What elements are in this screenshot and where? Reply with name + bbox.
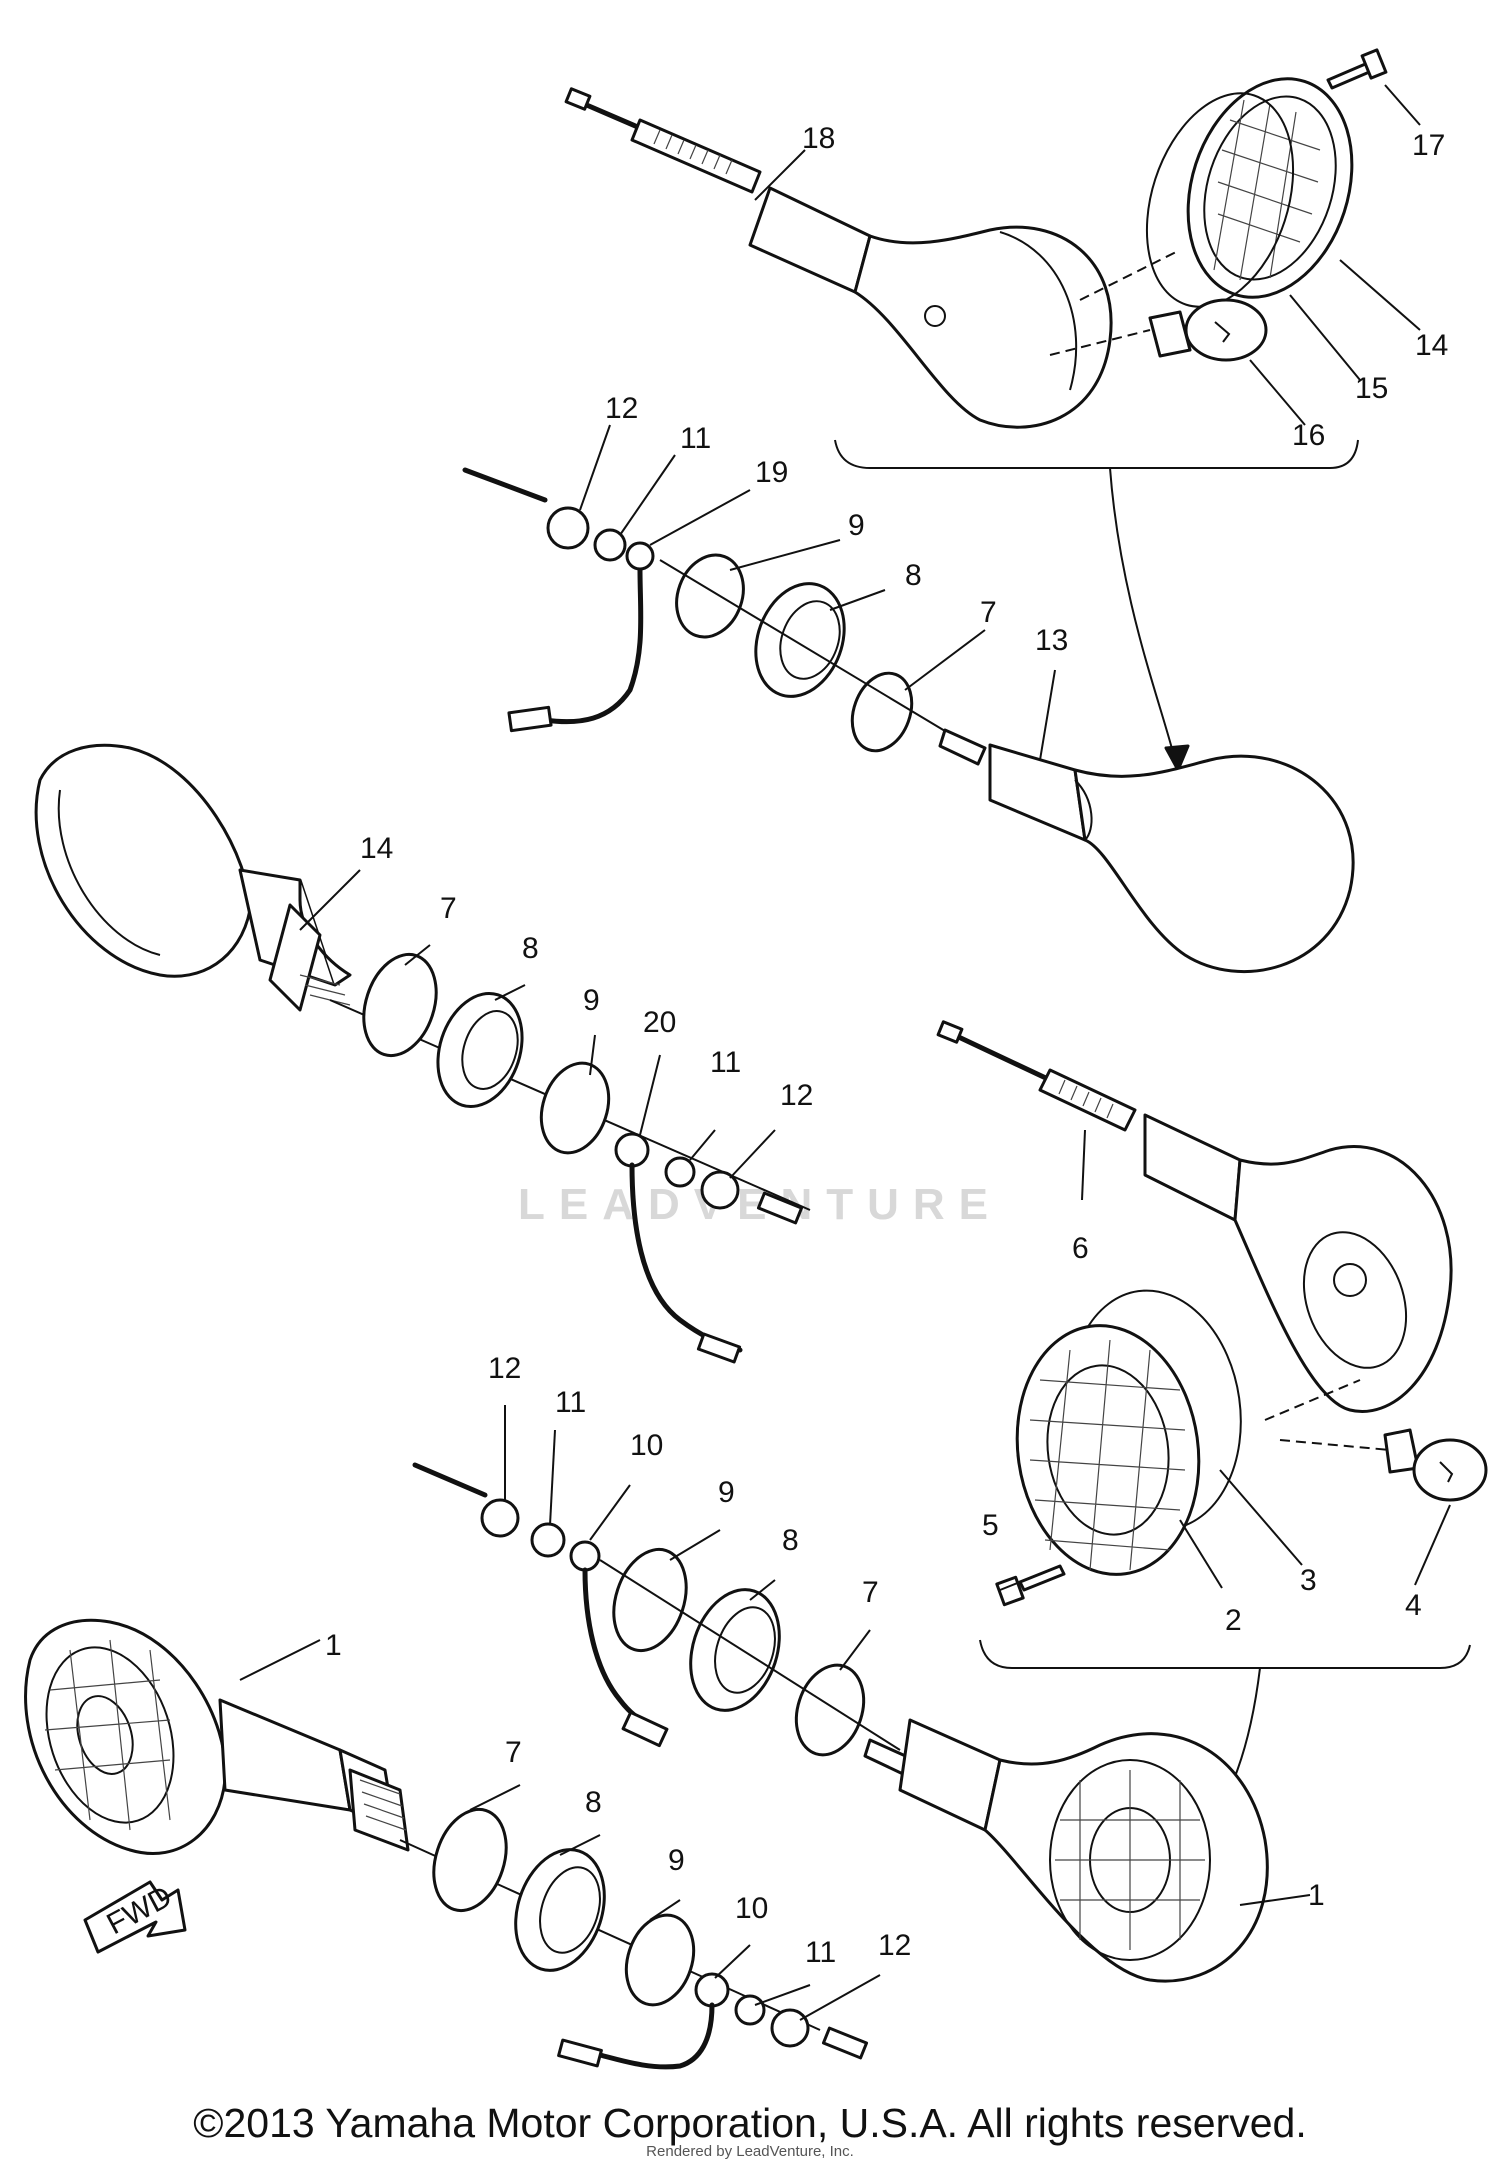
callout-11-a: 11 bbox=[680, 422, 711, 455]
callout-11-d: 11 bbox=[805, 1936, 836, 1969]
callout-9-a: 9 bbox=[848, 509, 865, 542]
left-flasher-assembly bbox=[34, 743, 811, 1364]
callout-6: 6 bbox=[1072, 1232, 1089, 1265]
callout-9-c: 9 bbox=[718, 1476, 735, 1509]
callout-2: 2 bbox=[1225, 1604, 1242, 1637]
callout-18: 17 bbox=[1412, 129, 1445, 162]
callout-1-a: 1 bbox=[325, 1629, 342, 1662]
lower-right-flasher-assembly bbox=[412, 1462, 1269, 1983]
callout-4: 4 bbox=[1405, 1589, 1422, 1622]
callout-16: 15 bbox=[1355, 372, 1388, 405]
fwd-arrow-icon bbox=[83, 1880, 187, 1954]
callout-12-b: 12 bbox=[780, 1079, 813, 1112]
top-flasher-assembly bbox=[564, 48, 1388, 772]
callout-12-a: 12 bbox=[605, 392, 638, 425]
callout-8-a: 8 bbox=[905, 559, 922, 592]
callout-8-d: 8 bbox=[585, 1786, 602, 1819]
callout-8-c: 8 bbox=[782, 1524, 799, 1557]
callout-11-c: 11 bbox=[555, 1386, 586, 1419]
callout-19: 18 bbox=[802, 122, 835, 155]
callout-labels: 18 17 14 15 16 12 11 19 9 8 7 13 14 7 8 … bbox=[102, 122, 1449, 1969]
callout-7-a: 7 bbox=[980, 596, 997, 629]
watermark: LEADVENTURE bbox=[490, 1180, 1030, 1230]
callout-9-d: 9 bbox=[668, 1844, 685, 1877]
callout-1-b: 1 bbox=[1308, 1879, 1325, 1912]
callout-7-d: 7 bbox=[505, 1736, 522, 1769]
rendered-by-notice: Rendered by LeadVenture, Inc. bbox=[646, 2143, 854, 2160]
callout-20: 19 bbox=[755, 456, 788, 489]
callout-7-b: 7 bbox=[440, 892, 457, 925]
callout-17: 16 bbox=[1292, 419, 1325, 452]
lower-left-flasher-assembly bbox=[24, 1618, 869, 2070]
callout-10-a: 10 bbox=[630, 1429, 663, 1462]
callout-14: 14 bbox=[360, 832, 393, 865]
callout-13: 13 bbox=[1035, 624, 1068, 657]
callout-3: 3 bbox=[1300, 1564, 1317, 1597]
copyright-notice: ©2013 Yamaha Motor Corporation, U.S.A. A… bbox=[193, 2100, 1307, 2146]
right-flasher-assembly bbox=[936, 1020, 1488, 1856]
callout-21: 20 bbox=[643, 1006, 676, 1039]
callout-9-b: 9 bbox=[583, 984, 600, 1017]
callout-15: 14 bbox=[1415, 329, 1448, 362]
callout-8-b: 8 bbox=[522, 932, 539, 965]
callout-12-d: 12 bbox=[878, 1929, 911, 1962]
callout-10-b: 10 bbox=[735, 1892, 768, 1925]
callout-11-b: 11 bbox=[710, 1046, 741, 1079]
callout-5: 5 bbox=[982, 1509, 999, 1542]
callout-7-c: 7 bbox=[862, 1576, 879, 1609]
leader-lines bbox=[239, 84, 1451, 2021]
callout-12-c: 12 bbox=[488, 1352, 521, 1385]
upper-right-flasher-assembly bbox=[462, 467, 1355, 974]
